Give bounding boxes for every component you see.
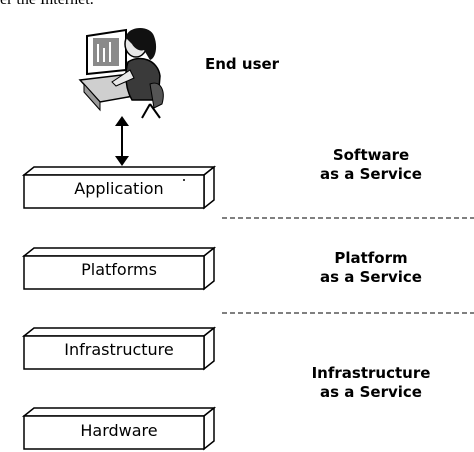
layer-box-hardware [21, 406, 217, 451]
layer-box-platforms [21, 246, 217, 291]
layer-label-hardware: Hardware [80, 421, 158, 440]
saas-label-line1: Software [332, 146, 410, 164]
saas-label: Software as a Service [296, 146, 446, 184]
paas-label-line1: Platform [334, 249, 408, 267]
layer-label-application: Application [74, 179, 164, 198]
layer-label-platforms: Platforms [81, 260, 157, 279]
context-text-fragment: er the Internet. [0, 0, 94, 9]
iaas-label-line2: as a Service [320, 383, 422, 401]
iaas-label: Infrastructure as a Service [296, 364, 446, 402]
saas-label-line2: as a Service [320, 165, 422, 183]
double-arrow-icon [115, 116, 129, 166]
layer-box-application [21, 165, 217, 210]
end-user-computer-icon [78, 27, 164, 119]
layer-label-infrastructure: Infrastructure [64, 340, 174, 359]
end-user-label: End user [205, 55, 280, 73]
layer-box-infrastructure [21, 326, 217, 371]
paas-label-line2: as a Service [320, 268, 422, 286]
paas-label: Platform as a Service [296, 249, 446, 287]
iaas-label-line1: Infrastructure [311, 364, 431, 382]
